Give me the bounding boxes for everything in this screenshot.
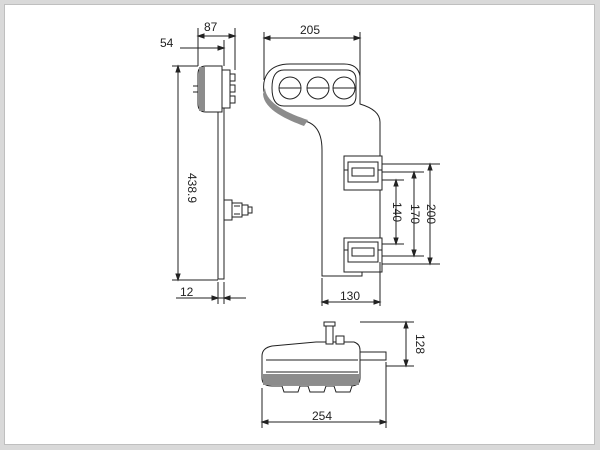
dim-12: 12 xyxy=(180,285,194,299)
top-buttons xyxy=(281,385,353,393)
dim-140: 140 xyxy=(390,202,404,222)
top-right-plate xyxy=(359,351,387,361)
side-top-shade xyxy=(199,67,205,111)
dim-128: 128 xyxy=(413,334,427,354)
front-lower-bracket xyxy=(343,237,383,273)
dim-205: 205 xyxy=(300,23,320,37)
dim-87: 87 xyxy=(204,20,218,34)
side-view xyxy=(172,28,253,304)
dim-170: 170 xyxy=(408,204,422,224)
front-body-shade xyxy=(263,88,308,126)
dim-130: 130 xyxy=(340,289,360,303)
dim-254: 254 xyxy=(312,409,332,423)
side-plate xyxy=(217,96,225,280)
front-buttons xyxy=(278,76,356,100)
side-top-flange xyxy=(221,69,231,109)
top-body-shade xyxy=(263,374,359,385)
front-upper-bracket xyxy=(343,155,383,191)
top-connector xyxy=(325,323,334,345)
dim-200: 200 xyxy=(424,204,438,224)
front-view xyxy=(262,32,440,306)
dim-438-9: 438.9 xyxy=(185,173,199,203)
dim-54: 54 xyxy=(160,36,174,50)
side-mid-connector xyxy=(223,199,233,221)
